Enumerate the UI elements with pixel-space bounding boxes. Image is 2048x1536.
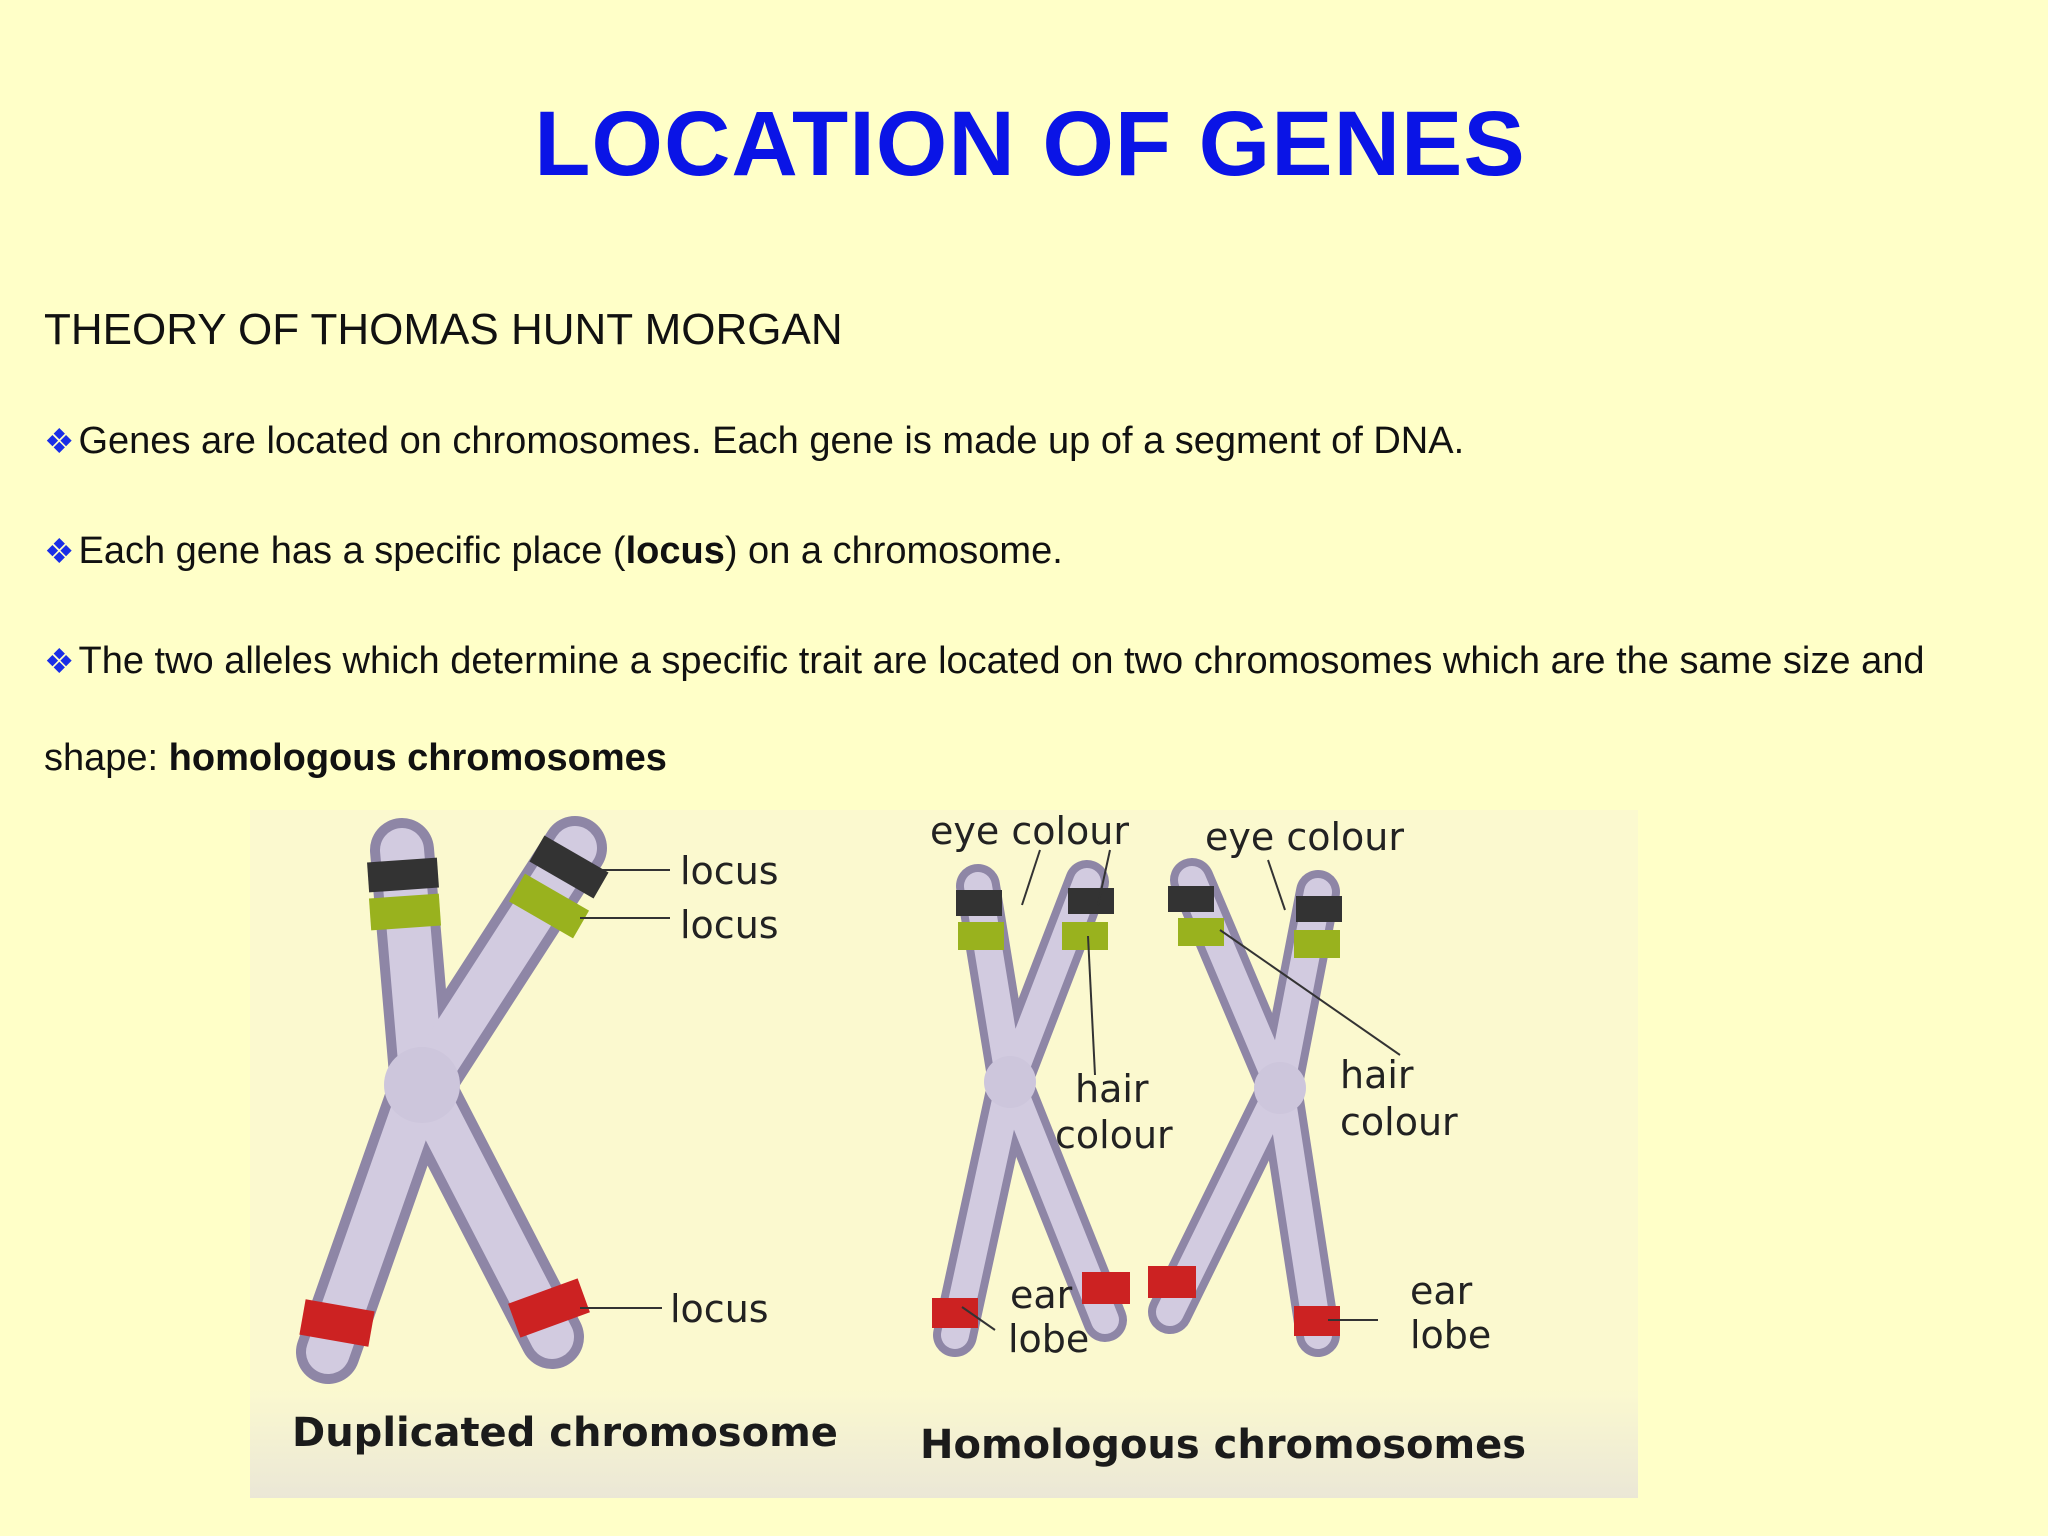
figure-shade — [250, 1388, 1638, 1498]
label-hair-left-1: hair — [1075, 1067, 1149, 1111]
label-hair-right-1: hair — [1340, 1053, 1414, 1097]
band-green — [1178, 918, 1224, 946]
band-green — [508, 873, 590, 939]
label-hair-left-2: colour — [1055, 1113, 1173, 1157]
bullet-3-text: The two alleles which determine a specif… — [78, 640, 1925, 682]
bullet-1-text: Genes are located on chromosomes. Each g… — [78, 420, 1465, 462]
caption-duplicated: Duplicated chromosome — [292, 1410, 838, 1456]
bullet-2-text-pre: Each gene has a specific place ( — [78, 530, 626, 572]
label-hair-right-2: colour — [1340, 1100, 1458, 1144]
label-ear-right-2: lobe — [1410, 1313, 1491, 1357]
bullet-diamond-icon: ❖ — [44, 423, 75, 461]
band-black — [1068, 888, 1114, 914]
label-eye-colour-left: eye colour — [930, 810, 1129, 853]
band-green — [1062, 922, 1108, 950]
band-black — [1168, 886, 1214, 912]
chromosome-diagram: locus locus locus — [292, 810, 1526, 1468]
homologous-chromosome-left — [932, 860, 1130, 1357]
bullet-1: ❖Genes are located on chromosomes. Each … — [44, 420, 1464, 463]
label-locus-2: locus — [680, 903, 779, 947]
bullet-diamond-icon: ❖ — [44, 533, 75, 571]
slide-title: LOCATION OF GENES — [534, 93, 1526, 195]
band-red — [1148, 1266, 1196, 1298]
label-ear-left-2: lobe — [1008, 1317, 1089, 1361]
band-green — [368, 893, 442, 931]
label-locus-1: locus — [680, 849, 779, 893]
band-black — [956, 890, 1002, 916]
bullet-2-bold: locus — [625, 530, 725, 572]
duplicated-chromosome: locus locus locus — [296, 816, 779, 1384]
label-eye-colour-right: eye colour — [1205, 815, 1404, 859]
bullet-2-text-post: ) on a chromosome. — [724, 530, 1063, 572]
bullet-3-continuation: shape: homologous chromosomes — [44, 737, 667, 780]
label-ear-left-1: ear — [1010, 1273, 1073, 1317]
label-locus-3: locus — [670, 1287, 769, 1331]
band-red — [299, 1299, 375, 1347]
bullet-2: ❖Each gene has a specific place (locus) … — [44, 530, 1063, 573]
chromosome-figure: locus locus locus — [250, 810, 1638, 1498]
homologous-chromosome-right — [1148, 858, 1342, 1357]
bullet-3-cont-pre: shape: — [44, 737, 169, 779]
band-red — [1082, 1272, 1130, 1304]
band-black — [529, 835, 609, 899]
bullet-diamond-icon: ❖ — [44, 643, 75, 681]
band-green — [1294, 930, 1340, 958]
band-red — [508, 1278, 590, 1338]
label-ear-right-1: ear — [1410, 1269, 1473, 1313]
band-black — [367, 857, 439, 893]
caption-homologous: Homologous chromosomes — [920, 1422, 1526, 1468]
bullet-3-cont-bold: homologous chromosomes — [168, 737, 667, 779]
subtitle: THEORY OF THOMAS HUNT MORGAN — [44, 305, 843, 354]
band-black — [1296, 896, 1342, 922]
bullet-3: ❖The two alleles which determine a speci… — [44, 640, 1924, 683]
band-green — [958, 922, 1004, 950]
